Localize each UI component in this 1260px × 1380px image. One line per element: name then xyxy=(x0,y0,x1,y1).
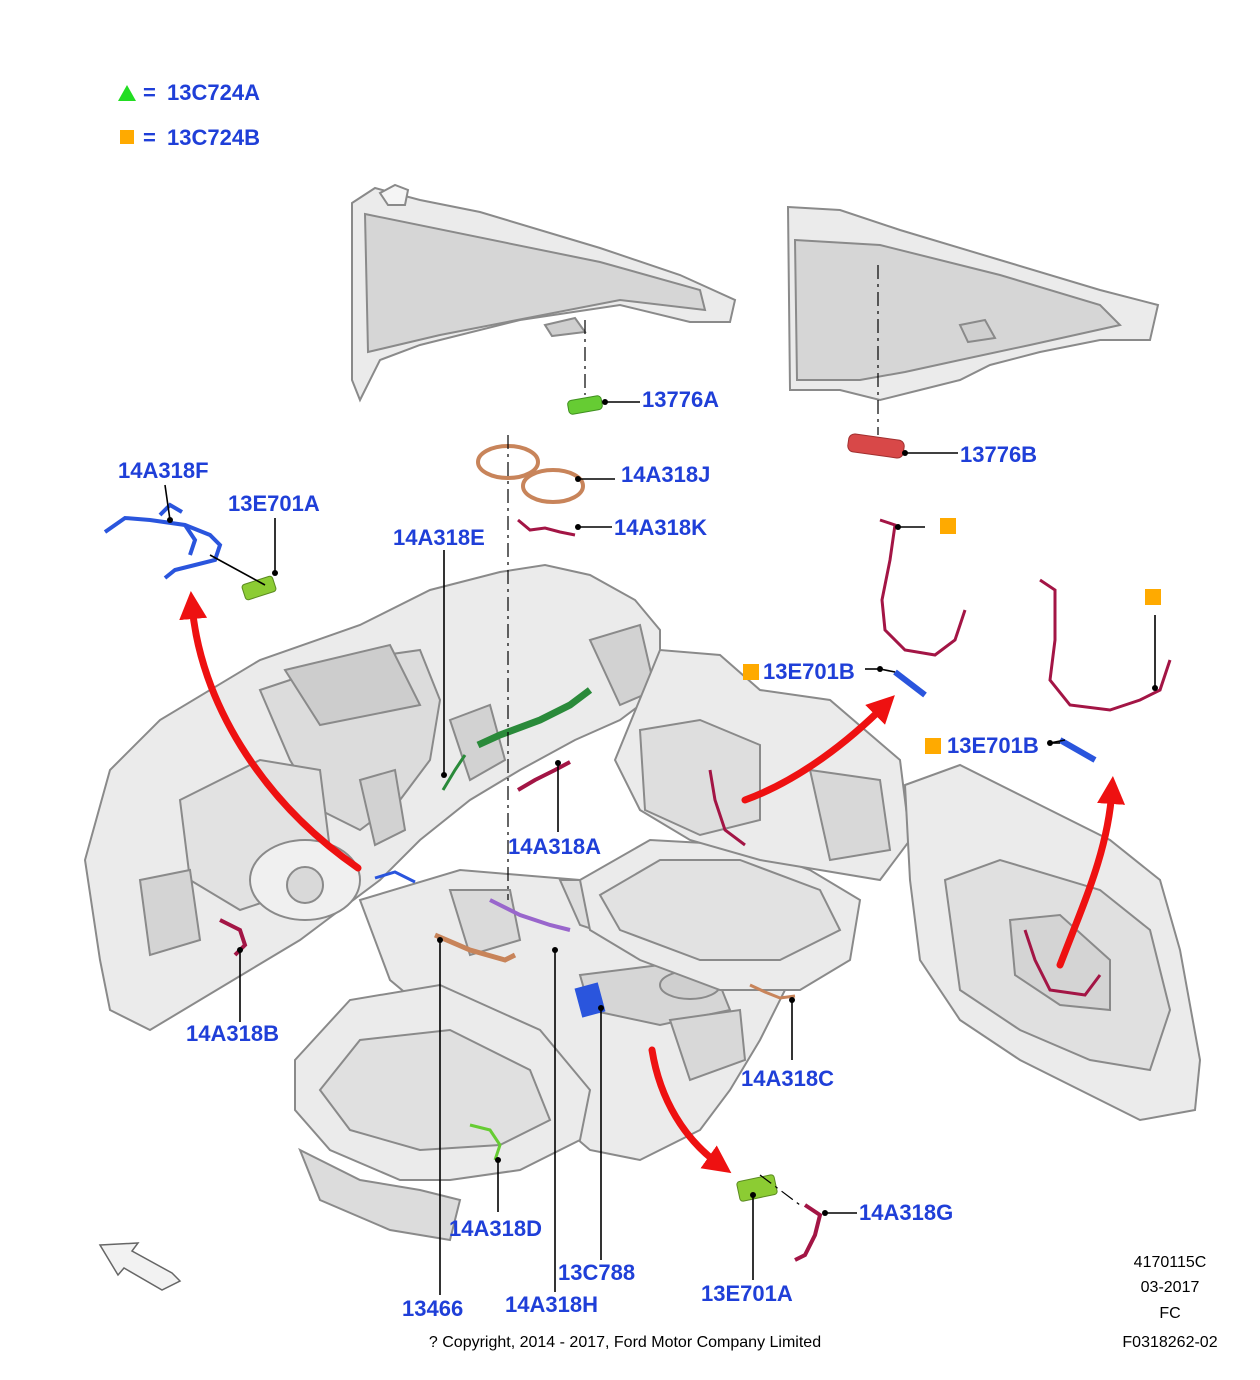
sq-marker-2 xyxy=(1145,589,1161,605)
harness-14a318a xyxy=(516,760,571,792)
legend-code-2: 13C724B xyxy=(167,125,260,150)
info-date: 03-2017 xyxy=(1141,1279,1200,1296)
sq-marker-3 xyxy=(743,664,759,680)
dashboard-illustration xyxy=(83,563,661,1032)
legend: = 13C724A = 13C724B xyxy=(118,80,260,150)
module-13c788 xyxy=(574,982,606,1018)
callout-14a318k: 14A318K xyxy=(614,515,707,540)
orientation-arrow-icon xyxy=(98,1242,182,1291)
callout-13776a: 13776A xyxy=(642,387,719,412)
legend-equals-1: = xyxy=(143,80,156,105)
callout-14a318j: 14A318J xyxy=(621,462,710,487)
seat-illustration xyxy=(294,838,862,1242)
legend-code-1: 13C724A xyxy=(167,80,260,105)
flow-arrows xyxy=(179,591,1126,1174)
harness-13466 xyxy=(434,932,517,963)
copyright-text: ? Copyright, 2014 - 2017, Ford Motor Com… xyxy=(429,1334,821,1351)
callout-14a318f: 14A318F xyxy=(118,458,209,483)
harness-14a318g xyxy=(794,1203,823,1262)
sensor-13e701b-lower xyxy=(1058,737,1097,763)
connector-13e701a-bottom xyxy=(736,1174,778,1202)
sensor-13e701b-upper xyxy=(893,669,927,698)
harness-14a318f xyxy=(103,502,223,580)
connector-13e701a-top xyxy=(241,575,277,601)
info-code: FC xyxy=(1159,1305,1180,1322)
bezel-14a318j-ring-2 xyxy=(521,468,585,504)
callout-labels: 13776A 13776B 14A318F 13E701A 14A318J 14… xyxy=(118,387,1039,1321)
leader-dashed xyxy=(507,265,879,1206)
leader-dots xyxy=(167,399,1158,1216)
info-drawing-number: 4170115C xyxy=(1134,1254,1207,1271)
map-lamp-13776a xyxy=(567,395,603,415)
callout-14a318c: 14A318C xyxy=(741,1066,834,1091)
red-arrow-icon xyxy=(741,695,895,804)
green-triangle-icon xyxy=(118,85,136,101)
callout-13e701a-top: 13E701A xyxy=(228,491,320,516)
callout-14a318e: 14A318E xyxy=(393,525,485,550)
callout-13e701b-lower: 13E701B xyxy=(947,733,1039,758)
harness-14a318e xyxy=(476,687,593,749)
leader-lines xyxy=(164,401,1156,1295)
sq-marker-4 xyxy=(925,738,941,754)
legend-equals-2: = xyxy=(143,125,156,150)
harness-door xyxy=(1023,929,1102,997)
callout-14a318a: 14A318A xyxy=(508,834,601,859)
orange-square-icon xyxy=(120,130,134,144)
harness-steering xyxy=(374,870,416,884)
callout-14a318g: 14A318G xyxy=(859,1200,953,1225)
headliner-right-illustration xyxy=(786,205,1160,402)
callout-13e701a-bottom: 13E701A xyxy=(701,1281,793,1306)
rear-trim-illustration xyxy=(613,648,912,882)
harness-14a318d xyxy=(469,1123,502,1161)
red-arrow-icon xyxy=(179,591,362,872)
headliner-left-illustration xyxy=(351,183,737,403)
harness-rear-door xyxy=(708,769,746,847)
callout-14a318b: 14A318B xyxy=(186,1021,279,1046)
callout-13e701b-upper: 13E701B xyxy=(763,659,855,684)
callout-13776b: 13776B xyxy=(960,442,1037,467)
harness-14a318e-lead xyxy=(441,754,467,791)
info-block: 4170115C 03-2017 FC F0318262-02 xyxy=(1122,1254,1217,1351)
door-panel-illustration xyxy=(903,763,1202,1122)
harness-14a318h xyxy=(489,898,571,932)
callout-14a318d: 14A318D xyxy=(449,1216,542,1241)
harness-14a318k xyxy=(517,518,576,537)
info-figure-id: F0318262-02 xyxy=(1122,1334,1217,1351)
dome-lamp-13776b xyxy=(847,433,905,459)
callout-13c788: 13C788 xyxy=(558,1260,635,1285)
red-arrow-icon xyxy=(648,1046,732,1174)
red-arrow-icon xyxy=(1056,776,1126,969)
callout-14a318h: 14A318H xyxy=(505,1292,598,1317)
harness-13e701b-lower xyxy=(1039,578,1172,712)
sq-marker-1 xyxy=(940,518,956,534)
harness-13e701b-upper xyxy=(879,518,967,657)
callout-13466: 13466 xyxy=(402,1296,463,1321)
harness-14a318c xyxy=(749,983,796,1000)
